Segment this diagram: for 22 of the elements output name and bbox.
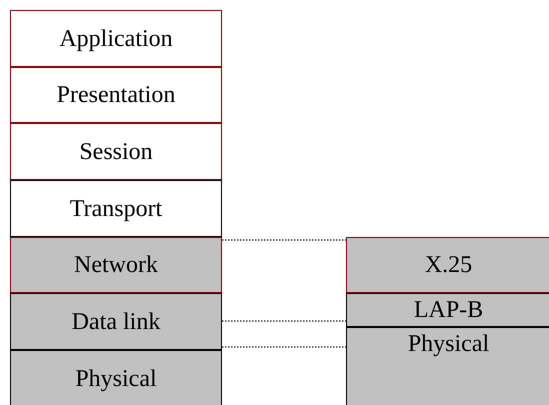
layer-box — [346, 293, 549, 327]
dotted-line — [222, 320, 346, 322]
dotted-line — [222, 346, 346, 348]
layer-label: Physical — [408, 332, 490, 356]
layer-box — [10, 293, 222, 350]
layer-label: Application — [59, 26, 173, 50]
layer-box — [10, 10, 222, 67]
layer-label: Network — [74, 253, 158, 277]
layer-box — [346, 237, 549, 293]
layer-box — [10, 180, 222, 237]
layer-box — [10, 237, 222, 293]
layer-label: Transport — [70, 196, 162, 220]
layer-label: LAP-B — [414, 298, 484, 322]
layer-box — [10, 123, 222, 180]
layer-label: X.25 — [424, 253, 472, 277]
layer-label: Session — [79, 140, 153, 164]
layer-box — [10, 350, 222, 405]
layer-label: Presentation — [56, 83, 176, 107]
layer-box — [346, 327, 549, 405]
layer-label: Data link — [72, 310, 160, 334]
layer-box — [10, 67, 222, 123]
layer-label: Physical — [75, 366, 157, 390]
